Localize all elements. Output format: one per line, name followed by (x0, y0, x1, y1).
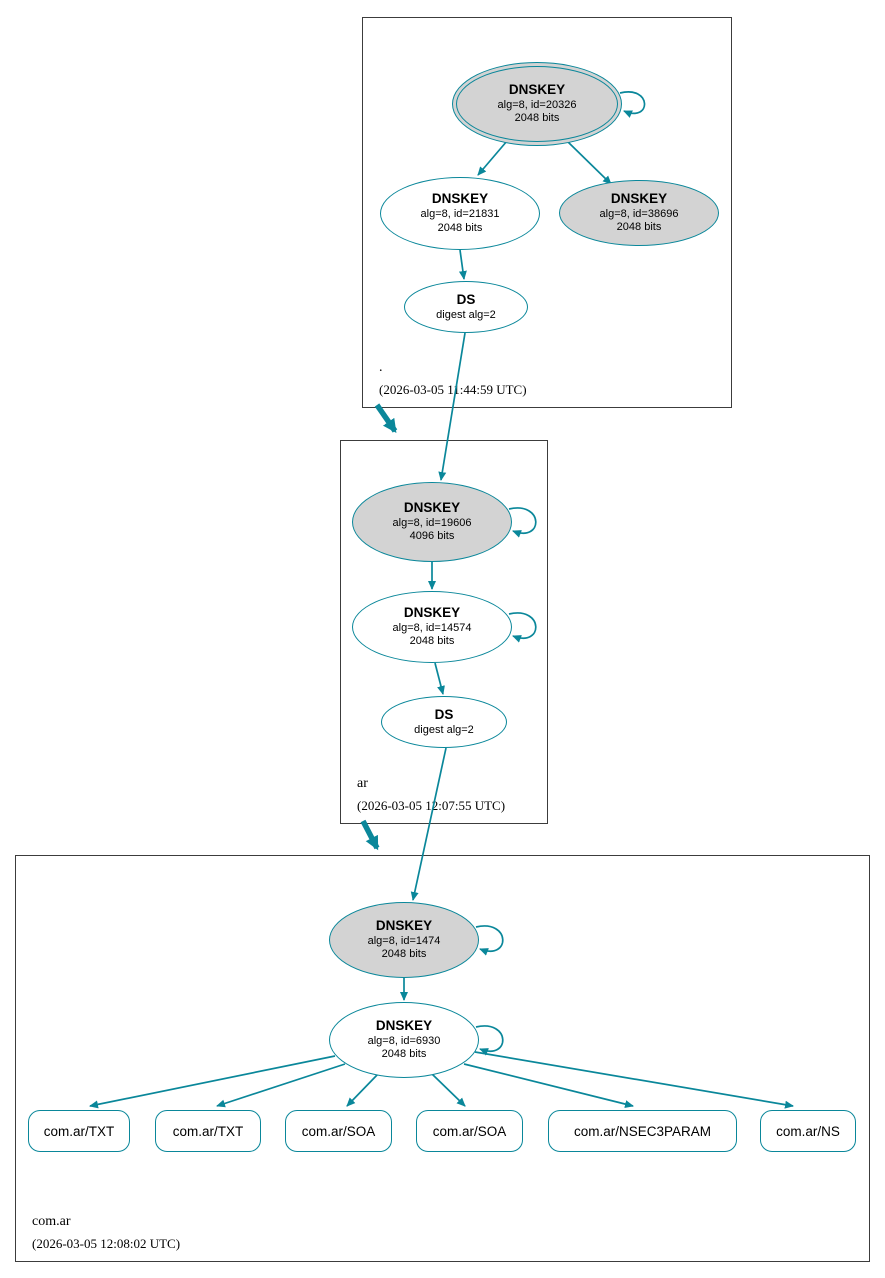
node-title: DNSKEY (610, 190, 668, 206)
node-title: DNSKEY (375, 1017, 433, 1033)
edge-comar-6930-to-rrset-0 (89, 1055, 336, 1109)
edge-root-ksk-to-21831 (477, 140, 508, 176)
rrset-com-ar-nsec3param: com.ar/NSEC3PARAM (548, 1110, 737, 1152)
node-bits: 2048 bits (437, 221, 483, 234)
node-detail: alg=8, id=14574 (392, 621, 472, 634)
dnskey-1474-node: DNSKEY alg=8, id=1474 2048 bits (329, 902, 479, 978)
node-title: DNSKEY (375, 917, 433, 933)
dnskey-20326-ksk-node: DNSKEY alg=8, id=20326 2048 bits (452, 62, 622, 146)
rrset-label: com.ar/NS (776, 1123, 840, 1139)
rrset-label: com.ar/NSEC3PARAM (573, 1123, 712, 1139)
edge-root-ksk-self-loop (619, 91, 646, 118)
node-title: DNSKEY (403, 604, 461, 620)
edge-comar-6930-self-loop (475, 1025, 504, 1056)
node-detail: alg=8, id=1474 (367, 934, 441, 947)
zone-label-com-ar: com.ar (32, 1214, 71, 1229)
node-bits: 2048 bits (381, 1048, 427, 1061)
rrset-com-ar-txt-1: com.ar/TXT (28, 1110, 130, 1152)
edge-root-to-ar-delegation (374, 403, 398, 434)
node-bits: 4096 bits (409, 530, 455, 543)
rrset-com-ar-ns: com.ar/NS (760, 1110, 856, 1152)
rrset-label: com.ar/TXT (43, 1123, 115, 1139)
node-bits: 2048 bits (381, 948, 427, 961)
zone-box-com-ar: com.ar (2026-03-05 12:08:02 UTC) (15, 855, 870, 1262)
dnskey-38696-node: DNSKEY alg=8, id=38696 2048 bits (559, 180, 719, 246)
edge-root-ksk-to-38696 (566, 140, 612, 185)
edge-comar-6930-to-rrset-1 (216, 1063, 346, 1108)
edge-root-ds-to-ar-dnskey (438, 332, 466, 481)
rrset-label: com.ar/SOA (432, 1123, 507, 1139)
node-title: DNSKEY (508, 81, 566, 97)
rrset-label: com.ar/SOA (301, 1123, 376, 1139)
node-title: DNSKEY (403, 499, 461, 515)
rrset-com-ar-soa-1: com.ar/SOA (285, 1110, 392, 1152)
node-bits: 2048 bits (616, 221, 662, 234)
edge-ar-14574-to-ds (434, 662, 445, 695)
zone-label-root: . (379, 360, 383, 375)
edge-ar-14574-self-loop (508, 612, 537, 643)
node-title: DS (456, 291, 476, 307)
edge-root-21831-to-ds (458, 249, 467, 280)
edge-comar-6930-to-rrset-3 (431, 1073, 466, 1107)
dnskey-21831-node: DNSKEY alg=8, id=21831 2048 bits (380, 177, 540, 250)
zone-label-ar: ar (357, 776, 368, 791)
node-title: DS (434, 706, 454, 722)
rrset-label: com.ar/TXT (172, 1123, 244, 1139)
dnskey-14574-node: DNSKEY alg=8, id=14574 2048 bits (352, 591, 512, 663)
edge-comar-6930-to-rrset-2 (346, 1073, 379, 1107)
node-bits: 2048 bits (514, 112, 560, 125)
zone-timestamp-root: (2026-03-05 11:44:59 UTC) (379, 382, 527, 397)
dnskey-6930-node: DNSKEY alg=8, id=6930 2048 bits (329, 1002, 479, 1078)
rrset-com-ar-txt-2: com.ar/TXT (155, 1110, 261, 1152)
node-detail: alg=8, id=6930 (367, 1034, 441, 1047)
ds-ar-node: DS digest alg=2 (381, 696, 507, 748)
edge-comar-6930-to-rrset-4 (463, 1063, 634, 1108)
zone-timestamp-ar: (2026-03-05 12:07:55 UTC) (357, 798, 506, 813)
node-detail: alg=8, id=21831 (420, 208, 500, 221)
zone-box-ar: ar (2026-03-05 12:07:55 UTC) (340, 440, 548, 824)
node-title: DNSKEY (431, 191, 489, 207)
edge-ar-to-comar-delegation (360, 819, 380, 851)
node-detail: digest alg=2 (414, 723, 474, 736)
node-bits: 2048 bits (409, 635, 455, 648)
dnskey-19606-node: DNSKEY alg=8, id=19606 4096 bits (352, 482, 512, 562)
zone-timestamp-com-ar: (2026-03-05 12:08:02 UTC) (32, 1236, 181, 1251)
node-detail: alg=8, id=19606 (392, 516, 472, 529)
edge-ar-19606-self-loop (508, 507, 537, 538)
node-detail: digest alg=2 (436, 308, 496, 321)
node-detail: alg=8, id=20326 (497, 98, 577, 111)
rrset-com-ar-soa-2: com.ar/SOA (416, 1110, 523, 1152)
zone-box-root: . (2026-03-05 11:44:59 UTC) (362, 17, 732, 408)
edge-comar-6930-to-rrset-5 (474, 1051, 794, 1109)
node-detail: alg=8, id=38696 (599, 207, 679, 220)
edge-comar-1474-self-loop (475, 925, 504, 956)
edge-ar-ds-to-comar-dnskey (410, 747, 447, 901)
ds-root-node: DS digest alg=2 (404, 281, 528, 333)
